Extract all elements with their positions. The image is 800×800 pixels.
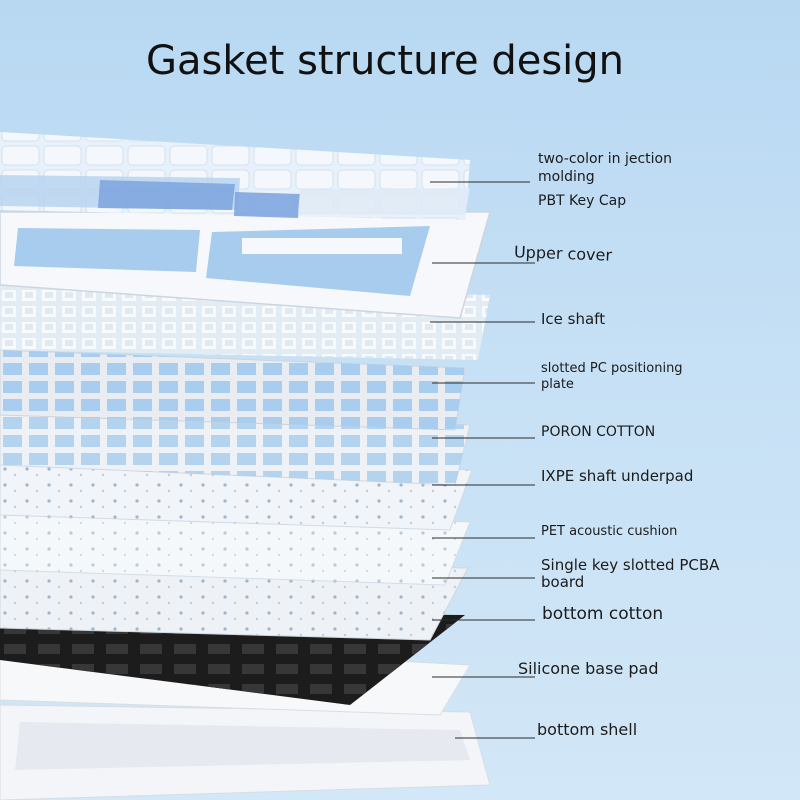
label-line: Ice shaft xyxy=(541,310,606,328)
label-poron-cotton: PORON COTTON xyxy=(541,423,655,441)
label-line: molding xyxy=(538,169,595,185)
label-line: two-color in jection xyxy=(538,151,672,167)
label-line: bottom shell xyxy=(537,720,638,739)
label-line: plate xyxy=(541,377,574,392)
label-line: IXPE shaft underpad xyxy=(541,467,694,485)
diagram-title: Gasket structure design xyxy=(145,38,625,84)
label-line: bottom cotton xyxy=(542,604,664,624)
label-silicone-pad: Silicone base pad xyxy=(518,660,659,678)
label-line: board xyxy=(541,573,585,591)
label-pcba-board: Single key slotted PCBA board xyxy=(541,557,719,591)
label-line: PET acoustic cushion xyxy=(541,524,678,539)
label-positioning-plate: slotted PC positioning plate xyxy=(541,361,683,393)
label-keycap: two-color in jection molding PBT Key Cap xyxy=(538,150,672,210)
label-bottom-shell: bottom shell xyxy=(537,721,637,739)
label-line: slotted PC positioning xyxy=(541,361,683,376)
label-line: PORON COTTON xyxy=(541,424,656,440)
label-bottom-cotton: bottom cotton xyxy=(542,605,663,623)
label-ice-shaft: Ice shaft xyxy=(541,310,605,328)
label-line: Single key slotted PCBA xyxy=(541,556,720,574)
label-pet-cushion: PET acoustic cushion xyxy=(541,523,677,541)
label-line: PBT Key Cap xyxy=(538,193,627,209)
leader-lines xyxy=(430,181,535,739)
label-line: Upper cover xyxy=(513,242,613,265)
label-line: Silicone base pad xyxy=(518,659,659,678)
label-ixpe-underpad: IXPE shaft underpad xyxy=(541,467,693,485)
label-upper-cover: Upper cover xyxy=(513,242,613,265)
